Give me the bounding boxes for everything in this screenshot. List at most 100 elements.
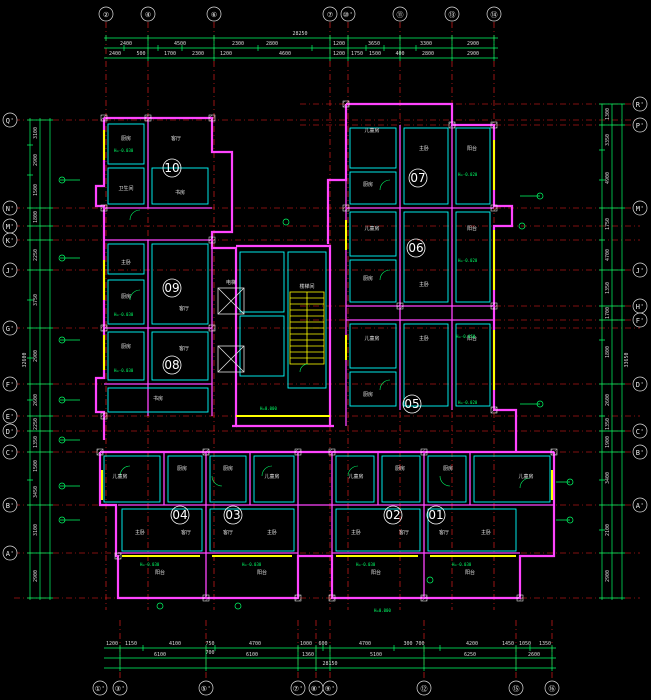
room-label: 阳台 [465,569,475,576]
bottom-dim: 1200 [106,641,118,647]
room-label: 阳台 [155,569,165,576]
unit-label: 09 [164,281,179,295]
room-label: 厨房 [443,465,453,472]
left-dim: 2900 [33,570,39,582]
left-dim: 3100 [33,127,39,139]
bottom-overall-dim: 28150 [322,661,337,667]
axis-right-label: H' [636,303,644,311]
axis-top-label: ④ [145,11,151,19]
unit-label: 08 [164,358,179,372]
room-label: 厨房 [121,293,131,300]
room-label: 厨房 [363,181,373,188]
axis-top-label: ⑩' [343,11,354,19]
axis-left-label: M' [6,223,14,231]
room-label: 客厅 [399,529,409,536]
axis-bubbles [2,6,648,696]
room-label: 儿童房 [364,225,379,232]
bottom-dim: 6100 [246,652,258,658]
top-dim: 2900 [467,41,479,47]
room-label: 阳台 [467,145,477,152]
room-label: 儿童房 [112,473,127,480]
axis-bottom-label: ⑨' [325,685,336,693]
annotation-symbols [58,176,574,610]
top-dim: 2300 [232,41,244,47]
elevation-label: H=-0.030 [114,368,134,373]
bottom-dim: 4100 [169,641,181,647]
room-label: 儿童房 [264,473,279,480]
top-dim: 3300 [420,41,432,47]
cyan-partitions [103,123,551,552]
axis-left-label: A' [6,550,14,558]
room-label: 客厅 [179,345,189,352]
top-dim: 1750 [351,51,363,57]
right-dim: 3400 [605,472,611,484]
right-dim: 4700 [605,249,611,261]
right-dim: 1750 [605,218,611,230]
right-dim: 1800 [605,346,611,358]
left-dim: 2250 [33,249,39,261]
axis-right-label: J' [636,267,644,275]
axis-left-label: E' [6,413,14,421]
unit-label: 03 [225,508,240,522]
top-dim: 3650 [368,41,380,47]
top-dim: 1200 [333,41,345,47]
top-dim: 1500 [369,51,381,57]
top-dim: 1700 [164,51,176,57]
door-swings [119,179,531,489]
axis-top-label: ⑪ [397,11,404,19]
left-dim: 1800 [33,211,39,223]
room-label: 厨房 [363,275,373,282]
unit-number-circles [162,158,446,525]
elevation-label: H=-0.030 [356,562,376,567]
top-dim: 2400 [120,41,132,47]
top-dim: 2800 [266,41,278,47]
room-label: 厨房 [363,391,373,398]
room-label: 客厅 [223,529,233,536]
axis-right-label: A' [636,502,644,510]
axis-top-label: ⑬ [449,11,456,19]
bottom-dim: 1050 [519,641,531,647]
bottom-dim: 1000 [300,641,312,647]
room-label: 主卧 [267,529,277,536]
bottom-dim: 4200 [466,641,478,647]
bottom-dim: 700 [205,650,214,656]
unit-label: 04 [172,508,187,522]
right-dim: 2900 [605,570,611,582]
room-label: 儿童房 [364,127,379,134]
top-dim: 400 [395,51,404,57]
axis-bubble-labels: ② ④ ⑥ ⑦ ⑩' ⑪ ⑬ ⑭ ①' ③' ⑤' ⑦' ⑧' ⑨' ⑫ ⑮ ⑯… [6,11,644,693]
axis-top-label: ② [103,11,109,19]
axis-bottom-label: ⑧' [311,685,322,693]
room-label: 客厅 [439,529,449,536]
room-label: 厨房 [121,343,131,350]
top-dim: 2400 [109,51,121,57]
right-dim: 3350 [605,134,611,146]
bottom-dim: 6100 [154,652,166,658]
bottom-dim: 6250 [464,652,476,658]
bottom-dim: 2600 [528,652,540,658]
left-dim: 3750 [33,294,39,306]
top-overall-dim: 28250 [292,31,307,37]
axis-right-label: B' [636,449,644,457]
left-dim: 2900 [33,154,39,166]
elevation-label: H=-0.030 [114,148,134,153]
side-dimension-text: 32600 3100 2900 1500 1800 2250 3750 2900… [22,108,630,582]
axis-left-label: F' [6,381,14,389]
room-label: 阳台 [371,569,381,576]
room-label: 客厅 [171,135,181,142]
room-label: 厨房 [395,465,405,472]
unit-numbers: 10 09 08 07 06 05 04 03 02 01 [164,161,443,522]
left-dim: 1500 [33,184,39,196]
right-overall-dim: 33650 [624,352,630,367]
axis-bottom-label: ③' [115,685,126,693]
room-label: 儿童房 [518,473,533,480]
room-label: 卫生间 [118,185,133,192]
elevation-label: H=-0.030 [242,562,262,567]
elevation-label: H=-0.030 [452,562,472,567]
axis-top-label: ⑥ [211,11,217,19]
room-label: 主卧 [135,529,145,536]
left-dim: 2600 [33,394,39,406]
room-label: 主卧 [419,335,429,342]
axis-right-label: M' [636,205,644,213]
